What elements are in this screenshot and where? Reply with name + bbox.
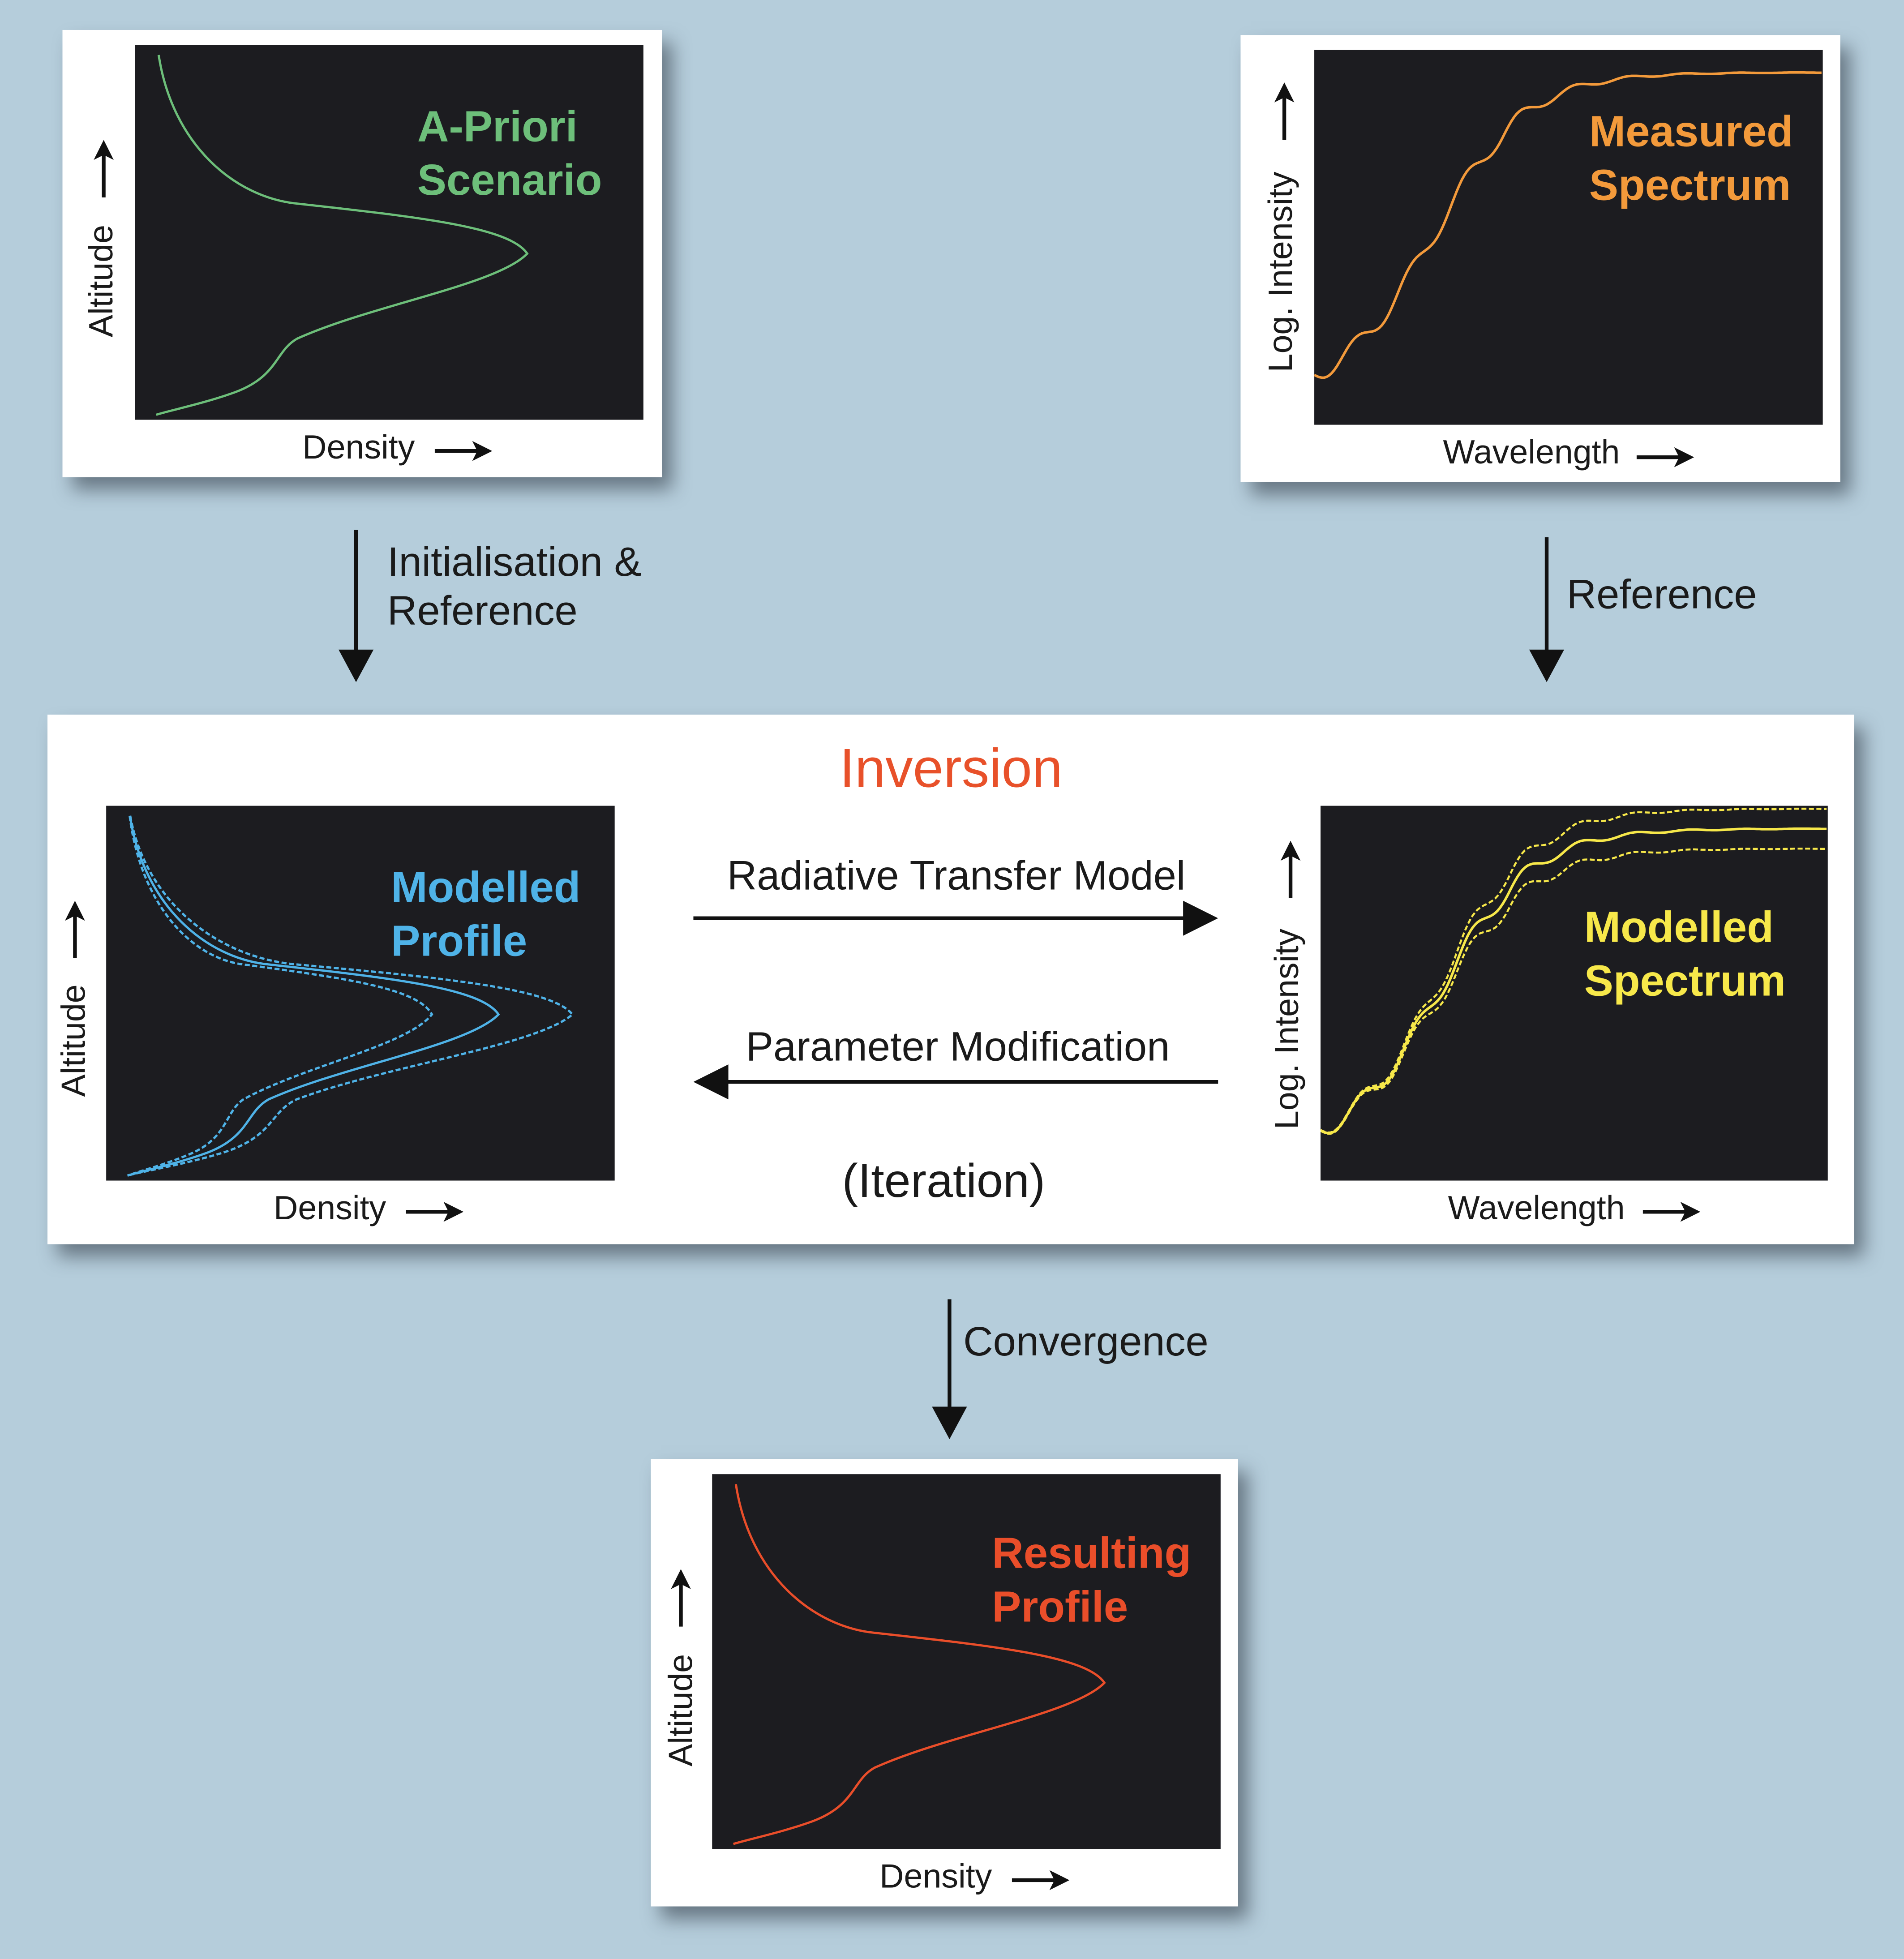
iteration-label: (Iteration) bbox=[842, 1155, 1046, 1208]
modelled-spectrum-upper-curve bbox=[1321, 807, 1827, 1134]
modelled-profile-ylabel: Altitude bbox=[55, 984, 93, 1097]
modelled-spectrum-curve bbox=[1321, 827, 1827, 1135]
forward-arrow-icon[interactable] bbox=[693, 900, 1218, 936]
apriori-title-2: Scenario bbox=[417, 156, 602, 205]
convergence-arrow-icon bbox=[932, 1299, 967, 1440]
inversion-title: Inversion bbox=[839, 738, 1063, 800]
modelled-spectrum-title-2: Spectrum bbox=[1584, 957, 1786, 1006]
modelled-spectrum-title-1: Modelled bbox=[1584, 903, 1774, 952]
result-curve bbox=[733, 1484, 1106, 1845]
reference-label: Reference bbox=[1566, 571, 1757, 617]
modelled-profile-title-2: Profile bbox=[391, 917, 527, 966]
modelled-profile-lower-curve bbox=[127, 815, 433, 1177]
result-xlabel: Density bbox=[879, 1857, 992, 1895]
result-ylabel: Altitude bbox=[662, 1654, 700, 1767]
apriori-x-arrow-icon bbox=[434, 441, 493, 461]
forward-label: Radiative Transfer Model bbox=[727, 852, 1186, 899]
init-label-2: Reference bbox=[387, 587, 578, 634]
convergence-label: Convergence bbox=[963, 1318, 1209, 1364]
modelled-profile-x-arrow-icon bbox=[406, 1201, 464, 1222]
result-y-arrow-icon bbox=[671, 1569, 691, 1627]
measured-title-2: Spectrum bbox=[1589, 161, 1791, 210]
measured-x-arrow-icon bbox=[1636, 447, 1694, 467]
modelled-profile-xlabel: Density bbox=[274, 1189, 386, 1227]
result-title-2: Profile bbox=[992, 1582, 1128, 1632]
measured-ylabel: Log. Intensity bbox=[1261, 171, 1299, 373]
apriori-ylabel: Altitude bbox=[82, 225, 120, 338]
apriori-curve bbox=[156, 55, 529, 416]
result-x-arrow-icon bbox=[1012, 1870, 1070, 1890]
modelled-profile-curve bbox=[127, 815, 500, 1177]
modelled-spectrum-lower-curve bbox=[1321, 847, 1827, 1135]
modelled-spectrum-x-arrow-icon bbox=[1642, 1201, 1701, 1222]
modelled-spectrum-xlabel: Wavelength bbox=[1448, 1189, 1625, 1227]
apriori-y-arrow-icon bbox=[94, 140, 114, 197]
init-arrow-icon bbox=[339, 529, 374, 682]
modelled-spectrum-ylabel: Log. Intensity bbox=[1268, 929, 1306, 1130]
init-label-1: Initialisation & bbox=[387, 538, 642, 585]
apriori-xlabel: Density bbox=[302, 428, 415, 466]
measured-xlabel: Wavelength bbox=[1443, 433, 1620, 471]
measured-curve bbox=[1314, 71, 1822, 379]
backward-label: Parameter Modification bbox=[746, 1023, 1170, 1070]
modelled-spectrum-y-arrow-icon bbox=[1280, 840, 1301, 899]
measured-title-1: Measured bbox=[1589, 107, 1793, 156]
apriori-title-1: A-Priori bbox=[417, 102, 578, 151]
result-title-1: Resulting bbox=[992, 1529, 1192, 1578]
modelled-profile-title-1: Modelled bbox=[391, 863, 581, 912]
measured-y-arrow-icon bbox=[1274, 82, 1295, 140]
init-label: Initialisation &Reference bbox=[387, 537, 642, 635]
reference-arrow-icon bbox=[1529, 537, 1565, 682]
modelled-profile-upper-curve bbox=[127, 815, 574, 1177]
backward-arrow-icon[interactable] bbox=[693, 1064, 1218, 1100]
modelled-profile-y-arrow-icon bbox=[65, 900, 85, 958]
